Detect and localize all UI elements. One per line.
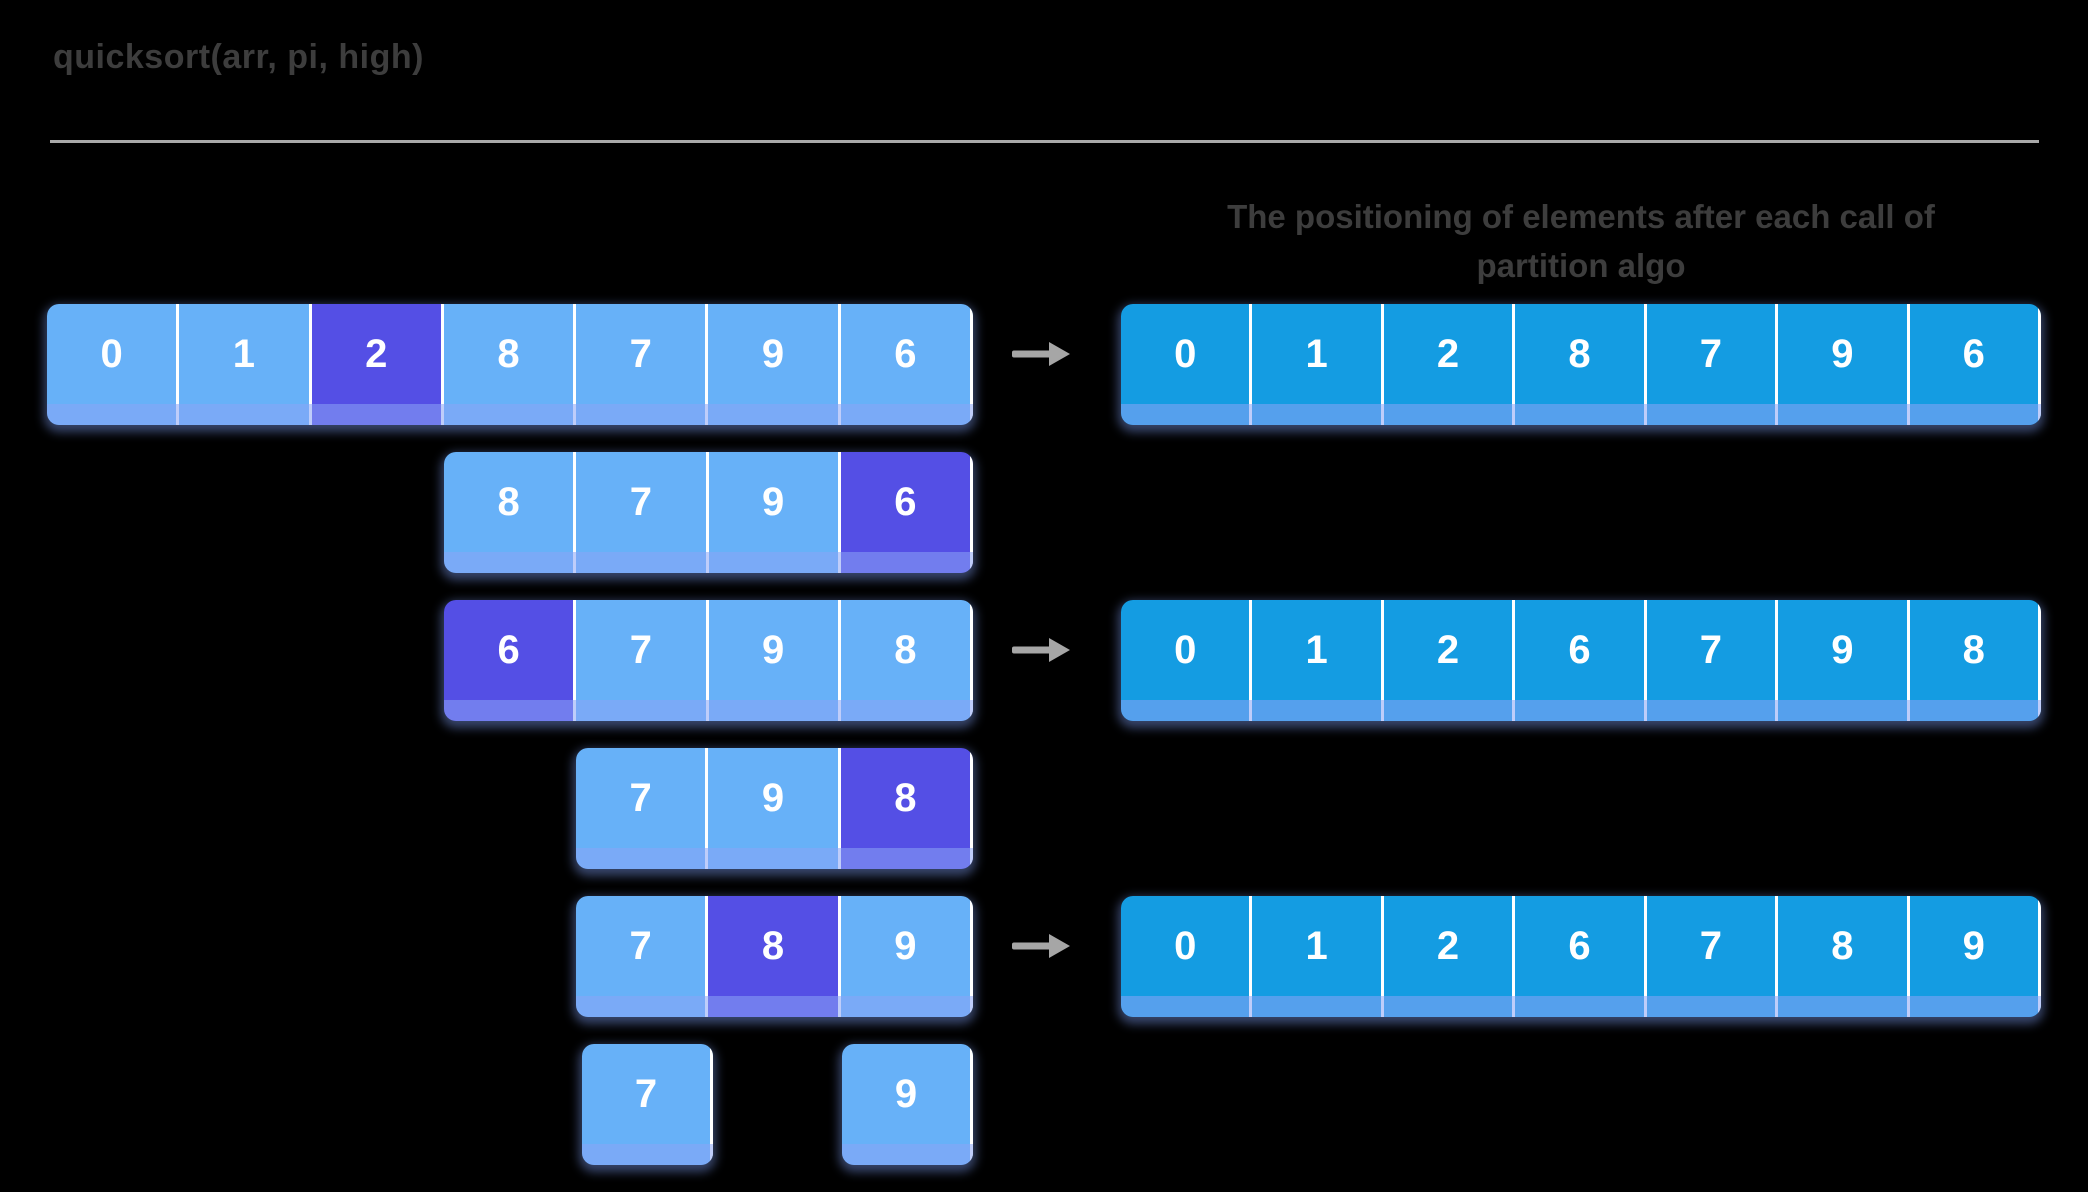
array-cell: 9 bbox=[842, 1044, 973, 1165]
array-cell: 6 bbox=[1515, 600, 1647, 721]
array-cell: 1 bbox=[1252, 600, 1384, 721]
array-cell: 9 bbox=[1778, 304, 1910, 425]
array-cell: 1 bbox=[1252, 896, 1384, 1017]
array-cell: 9 bbox=[708, 304, 841, 425]
array-cell: 2 bbox=[1383, 304, 1516, 425]
array-cell: 7 bbox=[576, 452, 709, 573]
array-cell: 8 bbox=[1909, 600, 2041, 721]
array-cell: 7 bbox=[1646, 600, 1779, 721]
array-cell-pivot: 6 bbox=[444, 600, 577, 721]
array-cell: 6 bbox=[1909, 304, 2041, 425]
right-column-heading-line1: The positioning of elements after each c… bbox=[1227, 198, 1935, 235]
array-cell: 9 bbox=[1909, 896, 2041, 1017]
right-column-heading-line2: partition algo bbox=[1476, 247, 1686, 284]
array-cell: 0 bbox=[1121, 896, 1253, 1017]
array-cell: 8 bbox=[444, 452, 577, 573]
right-arrow-icon bbox=[1012, 637, 1070, 663]
array-cell: 9 bbox=[708, 600, 841, 721]
array-cell: 8 bbox=[840, 600, 973, 721]
array-cell: 7 bbox=[1646, 896, 1779, 1017]
array-cell: 0 bbox=[1121, 304, 1253, 425]
array-cell: 2 bbox=[1383, 600, 1516, 721]
array-cell: 9 bbox=[708, 452, 841, 573]
array-cell: 0 bbox=[47, 304, 180, 425]
array-cell: 7 bbox=[576, 304, 709, 425]
array-cell: 8 bbox=[1778, 896, 1910, 1017]
array-cell: 7 bbox=[1646, 304, 1779, 425]
array-cell: 1 bbox=[179, 304, 312, 425]
array-cell: 6 bbox=[840, 304, 973, 425]
array-cell: 1 bbox=[1252, 304, 1384, 425]
array-cell-pivot: 8 bbox=[708, 896, 841, 1017]
array-bar: 7 bbox=[582, 1044, 713, 1165]
array-cell: 0 bbox=[1121, 600, 1253, 721]
right-column-heading: The positioning of elements after each c… bbox=[1131, 192, 2031, 290]
right-arrow-icon bbox=[1012, 933, 1070, 959]
array-cell: 6 bbox=[1515, 896, 1647, 1017]
array-cell-pivot: 2 bbox=[311, 304, 444, 425]
array-cell: 7 bbox=[576, 896, 709, 1017]
array-cell-pivot: 8 bbox=[840, 748, 973, 869]
array-cell: 9 bbox=[840, 896, 973, 1017]
page-title: quicksort(arr, pi, high) bbox=[53, 38, 424, 76]
array-cell: 8 bbox=[443, 304, 577, 425]
array-cell: 7 bbox=[582, 1044, 713, 1165]
array-cell: 8 bbox=[1515, 304, 1647, 425]
array-cell: 9 bbox=[1778, 600, 1910, 721]
array-cell: 2 bbox=[1383, 896, 1516, 1017]
array-cell: 9 bbox=[708, 748, 841, 869]
array-bar: 9 bbox=[842, 1044, 973, 1165]
array-cell-pivot: 6 bbox=[840, 452, 973, 573]
array-cell: 7 bbox=[576, 748, 709, 869]
divider-line bbox=[50, 140, 2039, 143]
array-cell: 7 bbox=[576, 600, 709, 721]
right-arrow-icon bbox=[1012, 341, 1070, 367]
